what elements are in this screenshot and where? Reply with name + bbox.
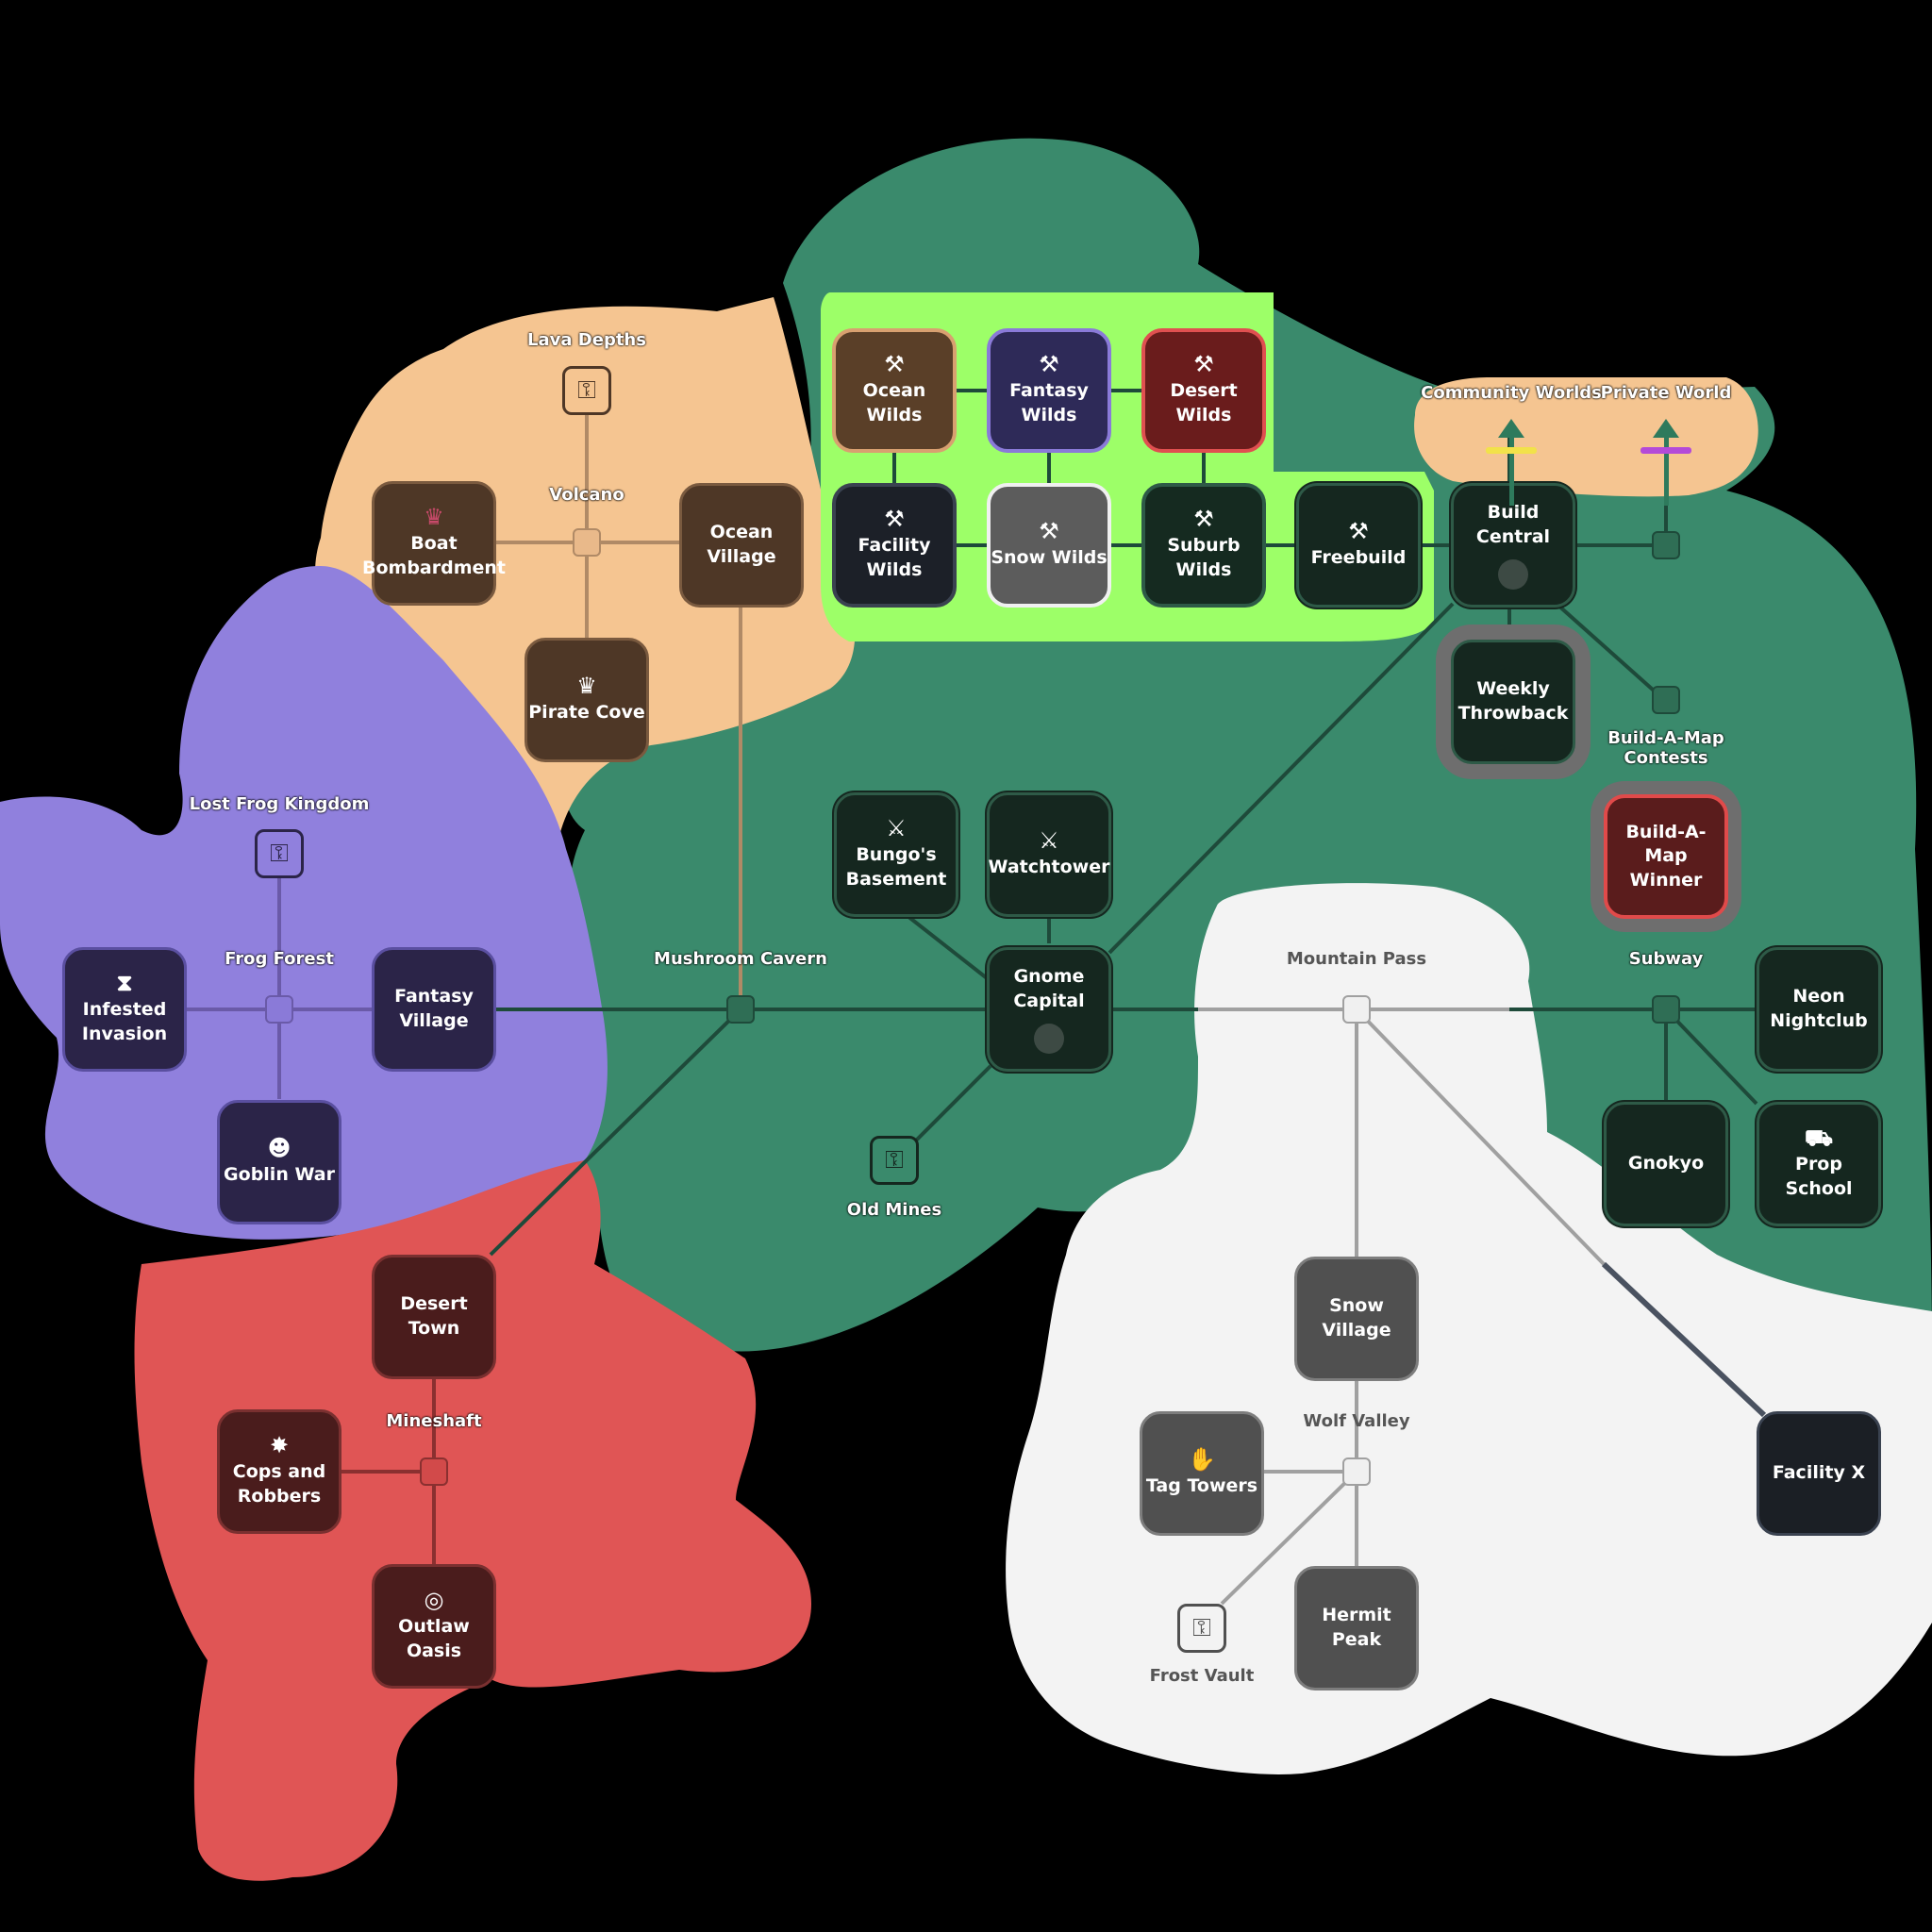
map-tag-towers[interactable]: ✋ Tag Towers <box>1140 1411 1264 1536</box>
area-label-frost-vault: Frost Vault <box>1149 1666 1255 1686</box>
map-watchtower[interactable]: ⚔ Watchtower <box>987 792 1111 917</box>
private-world-arrow-icon[interactable] <box>1641 419 1691 506</box>
private-bar <box>1641 447 1691 454</box>
sheriff-star-icon: ✸ <box>269 1432 290 1459</box>
wilds-highlight <box>821 292 1434 641</box>
map-facility-x[interactable]: Facility X <box>1757 1411 1881 1536</box>
area-label-community-worlds: Community Worlds <box>1421 383 1602 403</box>
map-hermit-peak[interactable]: Hermit Peak <box>1294 1566 1419 1690</box>
map-bungos-basement[interactable]: ⚔ Bungo's Basement <box>834 792 958 917</box>
area-label-mineshaft: Mineshaft <box>386 1411 482 1431</box>
hammer-wrench-icon: ⚒ <box>1193 351 1214 378</box>
hammer-wrench-icon: ⚒ <box>884 351 905 378</box>
crowns-icon: ♛ <box>424 504 444 531</box>
vault-lock-icon[interactable]: ⚿ <box>870 1136 919 1185</box>
junction-mountain-pass <box>1342 995 1371 1024</box>
area-label-mushroom-cavern: Mushroom Cavern <box>654 949 827 969</box>
area-label-private-world: Private World <box>1600 383 1732 403</box>
hammer-wrench-icon: ⚒ <box>884 506 905 533</box>
crossed-swords-icon: ⚔ <box>886 815 907 842</box>
map-snow-wilds[interactable]: ⚒ Snow Wilds <box>987 483 1111 608</box>
area-label-mountain-pass: Mountain Pass <box>1286 949 1427 969</box>
map-fantasy-wilds[interactable]: ⚒ Fantasy Wilds <box>987 328 1111 453</box>
map-fantasy-village[interactable]: Fantasy Village <box>372 947 496 1072</box>
worlds-blob <box>1414 377 1758 497</box>
map-infested-invasion[interactable]: ⧗ Infested Invasion <box>62 947 187 1072</box>
hammer-wrench-icon: ⚒ <box>1039 518 1059 545</box>
community-worlds-arrow-icon[interactable] <box>1486 419 1537 506</box>
map-ocean-wilds[interactable]: ⚒ Ocean Wilds <box>832 328 957 453</box>
hourglass-icon: ⧗ <box>116 970 133 997</box>
status-dot <box>1498 558 1528 590</box>
map-suburb-wilds[interactable]: ⚒ Suburb Wilds <box>1141 483 1266 608</box>
snow-region <box>1006 883 1932 1774</box>
vault-lock-icon[interactable]: ⚿ <box>255 829 304 878</box>
area-label-lava-depths: Lava Depths <box>527 330 646 350</box>
area-label-wolf-valley: Wolf Valley <box>1303 1411 1410 1431</box>
map-outlaw-oasis[interactable]: ◎ Outlaw Oasis <box>372 1564 496 1689</box>
junction-mineshaft <box>420 1457 448 1486</box>
map-facility-wilds[interactable]: ⚒ Facility Wilds <box>832 483 957 608</box>
red-region <box>134 1160 811 1881</box>
crossed-swords-icon: ⚔ <box>1039 827 1059 855</box>
map-ocean-village[interactable]: Ocean Village <box>679 483 804 608</box>
map-freebuild[interactable]: ⚒ Freebuild <box>1296 483 1421 608</box>
junction-volcano <box>573 528 601 557</box>
area-label-subway: Subway <box>1628 949 1704 969</box>
junction-frog-forest <box>265 995 293 1024</box>
map-gnokyo[interactable]: Gnokyo <box>1604 1102 1728 1226</box>
map-pirate-cove[interactable]: ♛ Pirate Cove <box>525 638 649 762</box>
map-gnome-capital[interactable]: Gnome Capital <box>987 947 1111 1072</box>
map-boat-bombardment[interactable]: ♛ Boat Bombardment <box>362 481 506 606</box>
junction-worlds <box>1652 531 1680 559</box>
hammer-wrench-icon: ⚒ <box>1039 351 1059 378</box>
vault-lock-icon[interactable]: ⚿ <box>562 366 611 415</box>
map-prop-school[interactable]: ⛟ Prop School <box>1757 1102 1881 1226</box>
crown-icon: ♛ <box>576 673 597 700</box>
area-label-lost-frog-kingdom: Lost Frog Kingdom <box>189 794 370 814</box>
hand-icon: ✋ <box>1188 1446 1216 1474</box>
map-desert-wilds[interactable]: ⚒ Desert Wilds <box>1141 328 1266 453</box>
hammer-wrench-icon: ⚒ <box>1348 518 1369 545</box>
status-dot <box>1034 1023 1064 1054</box>
area-label-volcano: Volcano <box>549 485 625 505</box>
junction-subway <box>1652 995 1680 1024</box>
goblin-face-icon: ☻ <box>267 1135 291 1162</box>
area-label-frog-forest: Frog Forest <box>225 949 334 969</box>
community-bar <box>1486 447 1537 454</box>
vault-lock-icon[interactable]: ⚿ <box>1177 1604 1226 1653</box>
target-icon: ◎ <box>424 1587 444 1614</box>
junction-build-a-map-contests <box>1652 686 1680 714</box>
map-cops-and-robbers[interactable]: ✸ Cops and Robbers <box>217 1409 341 1534</box>
junction-mushroom-cavern <box>726 995 755 1024</box>
map-desert-town[interactable]: Desert Town <box>372 1255 496 1379</box>
hammer-wrench-icon: ⚒ <box>1193 506 1214 533</box>
map-neon-nightclub[interactable]: Neon Nightclub <box>1757 947 1881 1072</box>
truck-icon: ⛟ <box>1804 1124 1834 1152</box>
map-weekly-throwback[interactable]: Weekly Throwback <box>1451 640 1575 764</box>
area-label-old-mines: Old Mines <box>846 1200 942 1220</box>
map-snow-village[interactable]: Snow Village <box>1294 1257 1419 1381</box>
map-build-a-map-winner[interactable]: Build-A-Map Winner <box>1604 794 1728 919</box>
area-label-build-a-map-contests: Build-A-Map Contests <box>1607 728 1724 768</box>
map-goblin-war[interactable]: ☻ Goblin War <box>217 1100 341 1224</box>
junction-wolf-valley <box>1342 1457 1371 1486</box>
